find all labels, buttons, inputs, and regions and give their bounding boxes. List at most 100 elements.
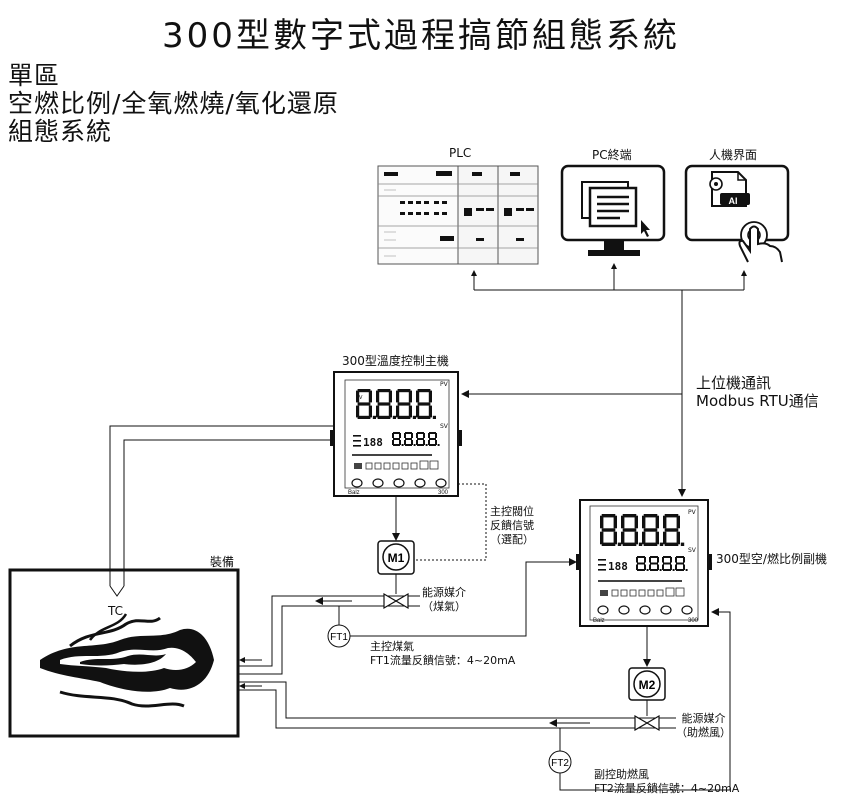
digit-segment bbox=[622, 528, 637, 532]
digit-segment bbox=[663, 515, 667, 529]
hmi-ai-badge: AI bbox=[729, 196, 738, 206]
digit-segment bbox=[417, 402, 431, 406]
digit-segment bbox=[393, 432, 400, 434]
digit-dot bbox=[372, 415, 376, 419]
digit-segment bbox=[655, 515, 659, 529]
digit-segment bbox=[664, 542, 679, 546]
master-sv-tag: SV bbox=[440, 423, 449, 430]
digit-segment bbox=[601, 542, 616, 546]
digit-segment bbox=[621, 515, 625, 529]
digit-dot bbox=[412, 415, 416, 419]
ft1-transmitter: FT1 bbox=[327, 624, 351, 648]
comm-line1: 上位機通訊 bbox=[696, 374, 772, 392]
digit-segment bbox=[357, 415, 371, 419]
feedback-note: 主控閥位 反饋信號 （選配） bbox=[490, 505, 534, 546]
master-brand: Balz bbox=[348, 490, 360, 496]
digit-dot bbox=[659, 542, 664, 546]
digit-segment bbox=[676, 562, 684, 565]
digit-segment bbox=[376, 405, 380, 418]
digit-dot bbox=[413, 444, 416, 446]
digit-segment bbox=[662, 557, 664, 563]
digit-segment bbox=[643, 542, 658, 546]
digit-dot bbox=[638, 542, 643, 546]
digit-segment bbox=[423, 440, 425, 445]
digit-segment bbox=[676, 515, 680, 529]
digit-segment bbox=[396, 390, 400, 403]
digit-segment bbox=[683, 564, 685, 570]
tc-label: TC bbox=[108, 604, 124, 618]
ft2-transmitter: FT2 bbox=[548, 750, 572, 774]
digit-segment bbox=[435, 440, 437, 445]
digit-segment bbox=[428, 440, 430, 445]
master-pv-tag: PV bbox=[356, 395, 363, 401]
digit-segment bbox=[655, 531, 659, 545]
digit-segment bbox=[416, 440, 418, 445]
fuel-medium-label: 能源媒介 （煤氣） bbox=[422, 586, 466, 613]
ft2-label: FT2 bbox=[551, 758, 569, 769]
digit-segment bbox=[676, 531, 680, 545]
pc-terminal-label: PC終端 bbox=[592, 148, 632, 162]
digit-segment bbox=[644, 564, 646, 570]
digit-segment bbox=[637, 569, 645, 571]
plc-label: PLC bbox=[449, 146, 472, 160]
digit-segment bbox=[429, 444, 436, 446]
digit-segment bbox=[642, 531, 646, 545]
digit-segment bbox=[428, 390, 432, 403]
comm-bus bbox=[461, 263, 747, 497]
digit-dot bbox=[659, 569, 662, 571]
digit-dot bbox=[432, 415, 436, 419]
digit-segment bbox=[376, 390, 380, 403]
master-sv-digits bbox=[392, 432, 440, 446]
digit-segment bbox=[600, 531, 604, 545]
digit-dot bbox=[425, 444, 428, 446]
fuel-valve-icon bbox=[383, 592, 409, 610]
digit-segment bbox=[404, 440, 406, 445]
slave-controller-title: 300型空/燃比例副機 bbox=[716, 552, 827, 566]
digit-segment bbox=[657, 564, 659, 570]
digit-segment bbox=[664, 514, 679, 518]
digit-segment bbox=[405, 438, 412, 440]
digit-segment bbox=[601, 528, 616, 532]
master-controller-title: 300型溫度控制主機 bbox=[342, 354, 449, 368]
digit-segment bbox=[416, 390, 420, 403]
digit-segment bbox=[622, 514, 637, 518]
digit-segment bbox=[392, 440, 394, 445]
digit-segment bbox=[368, 390, 372, 403]
digit-segment bbox=[377, 402, 391, 406]
m2-motor: M2 bbox=[628, 667, 666, 701]
digit-segment bbox=[663, 569, 671, 571]
digit-segment bbox=[411, 440, 413, 445]
digit-segment bbox=[416, 405, 420, 418]
ft2-note: 副控助燃風 FT2流量反饋信號：4~20mA bbox=[594, 768, 740, 795]
digit-segment bbox=[662, 564, 664, 570]
digit-segment bbox=[644, 557, 646, 563]
air-pipe bbox=[238, 681, 676, 748]
slave-pv-tag: PV bbox=[688, 509, 697, 516]
slave-controller bbox=[576, 499, 712, 627]
digit-segment bbox=[417, 438, 424, 440]
digit-segment bbox=[676, 556, 684, 558]
digit-segment bbox=[356, 405, 360, 418]
digit-segment bbox=[622, 542, 637, 546]
digit-segment bbox=[356, 390, 360, 403]
digit-segment bbox=[417, 389, 431, 393]
master-pv-tag-right: PV bbox=[440, 381, 449, 388]
digit-segment bbox=[408, 405, 412, 418]
digit-segment bbox=[643, 528, 658, 532]
digit-segment bbox=[670, 557, 672, 563]
digit-segment bbox=[676, 569, 684, 571]
digit-segment bbox=[642, 515, 646, 529]
page-title: 300型數字式過程搞節組態系統 bbox=[162, 16, 680, 56]
subtitle: 單區 空燃比例/全氧燃燒/氧化還原 組態系統 bbox=[8, 61, 339, 146]
plc-device bbox=[377, 165, 539, 265]
digit-segment bbox=[393, 444, 400, 446]
digit-segment bbox=[613, 515, 617, 529]
digit-segment bbox=[636, 564, 638, 570]
digit-dot bbox=[680, 542, 685, 546]
digit-segment bbox=[408, 390, 412, 403]
digit-segment bbox=[399, 440, 401, 445]
equipment-label: 裝備 bbox=[210, 555, 235, 569]
digit-segment bbox=[397, 389, 411, 393]
slave-model: 300 bbox=[688, 618, 699, 624]
digit-segment bbox=[613, 531, 617, 545]
